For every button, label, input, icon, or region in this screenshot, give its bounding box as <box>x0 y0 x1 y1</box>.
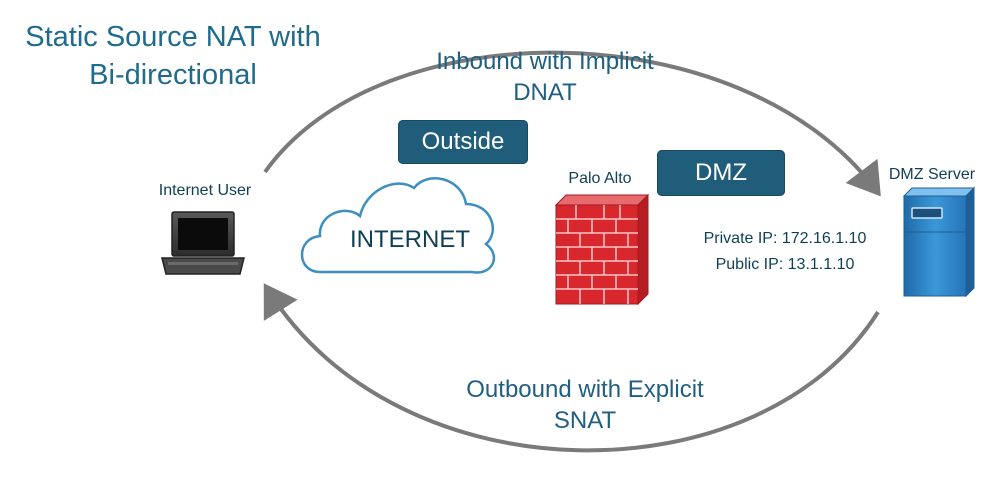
zone-dmz: DMZ <box>657 150 785 196</box>
laptop-icon <box>161 211 245 275</box>
internet-label: INTERNET <box>350 226 470 253</box>
title-line-2: Bi-directional <box>89 59 257 91</box>
internet-user-label: Internet User <box>158 182 252 199</box>
zone-outside: Outside <box>398 120 528 164</box>
dmz-server-label: DMZ Server <box>888 166 976 183</box>
outbound-arrow <box>263 283 880 453</box>
private-ip-label: Private IP: 172.16.1.10 <box>703 230 867 247</box>
title-line-1: Static Source NAT with <box>25 21 321 53</box>
cloud-icon <box>300 177 496 274</box>
outbound-label-line-1: Outbound with Explicit <box>466 376 704 403</box>
inbound-label: Inbound with Implicit DNAT <box>400 46 690 108</box>
ip-block: Private IP: 172.16.1.10 Public IP: 13.1.… <box>680 226 890 278</box>
inbound-arrow <box>263 50 881 197</box>
inbound-label-line-2: DNAT <box>513 79 577 106</box>
outbound-label-line-2: SNAT <box>553 407 617 434</box>
outbound-label: Outbound with Explicit SNAT <box>430 374 740 436</box>
firewall-icon <box>554 193 650 306</box>
diagram-title: Static Source NAT with Bi-directional <box>8 18 338 94</box>
server-icon <box>902 186 976 298</box>
palo-alto-label: Palo Alto <box>568 170 632 187</box>
inbound-label-line-1: Inbound with Implicit <box>436 48 654 75</box>
public-ip-label: Public IP: 13.1.1.10 <box>715 256 855 273</box>
